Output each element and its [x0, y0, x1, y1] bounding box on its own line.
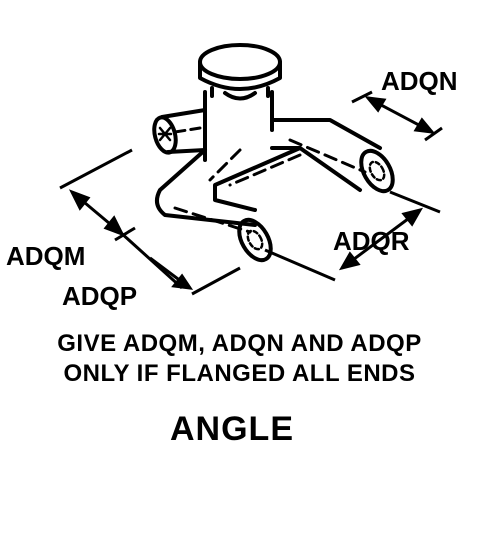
valve-cap — [198, 43, 282, 101]
label-adqp: ADQP — [62, 281, 137, 311]
label-adqn: ADQN — [381, 66, 458, 96]
dimension-adqm — [59, 148, 136, 242]
branch-lower — [154, 146, 302, 263]
dimension-adqn — [351, 90, 443, 142]
branch-left — [152, 108, 207, 155]
label-adqr: ADQR — [333, 226, 410, 256]
note-line-2: ONLY IF FLANGED ALL ENDS — [63, 360, 416, 387]
figure-caption: ANGLE — [170, 410, 294, 448]
note-line-1: GIVE ADQM, ADQN AND ADQP — [57, 330, 422, 357]
dimension-adqp — [118, 230, 241, 296]
dimension-adqr — [264, 190, 441, 282]
label-adqm: ADQM — [6, 241, 85, 271]
